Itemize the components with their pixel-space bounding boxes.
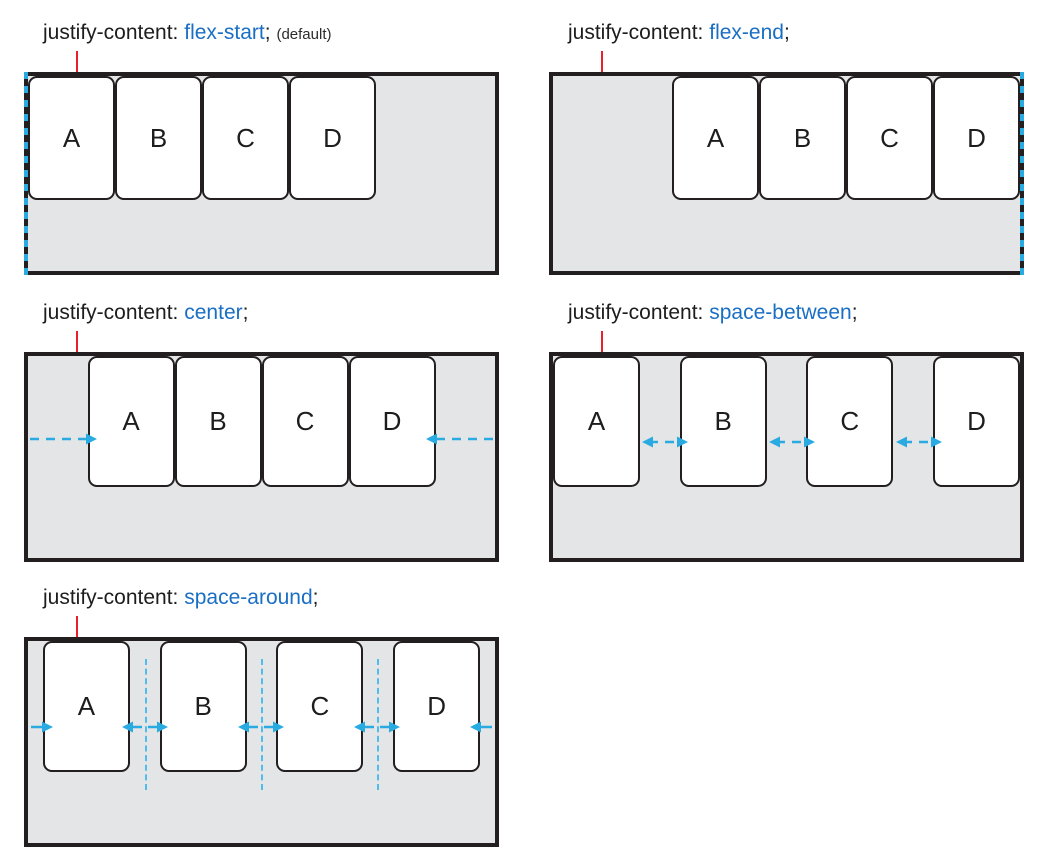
flex-container-space-around: A B C D xyxy=(24,637,499,847)
caption-semicolon: ; xyxy=(242,301,249,324)
figure-space-between: justify-content: space-between; xyxy=(549,302,1024,562)
figure-flex-end: justify-content: flex-end; A B C D xyxy=(549,22,1024,275)
flex-container-center: A B C D xyxy=(24,352,499,562)
flex-item-c: C xyxy=(276,641,364,772)
figure-flex-start: justify-content: flex-start; (default) A… xyxy=(24,22,499,275)
flex-item-c: C xyxy=(202,76,289,200)
space-around-divider-1 xyxy=(145,659,147,790)
caption-flex-end: justify-content: flex-end; xyxy=(549,22,1024,48)
flex-item-d: D xyxy=(348,356,436,487)
flex-item-a: A xyxy=(42,641,130,772)
figure-space-around: justify-content: space-around; xyxy=(24,587,499,847)
flex-item-b: B xyxy=(159,641,247,772)
flex-item-c: C xyxy=(846,76,933,200)
flex-item-b: B xyxy=(115,76,202,200)
flex-item-d: D xyxy=(393,641,481,772)
caption-property: justify-content: xyxy=(43,586,179,609)
caption-value: flex-start xyxy=(184,21,265,44)
caption-space-around: justify-content: space-around; xyxy=(24,587,499,613)
flex-item-d: D xyxy=(932,356,1020,487)
flex-item-a: A xyxy=(28,76,115,200)
caption-value: center xyxy=(184,301,243,324)
caption-semicolon: ; xyxy=(312,586,319,609)
flex-start-edge-marker-icon xyxy=(24,72,28,275)
caption-flex-start: justify-content: flex-start; (default) xyxy=(24,22,499,48)
flex-item-c: C xyxy=(261,356,349,487)
caption-tick-mark xyxy=(601,331,603,354)
caption-property: justify-content: xyxy=(568,301,704,324)
flex-item-c: C xyxy=(806,356,894,487)
flex-item-b: B xyxy=(679,356,767,487)
flex-item-d: D xyxy=(289,76,376,200)
flex-item-d: D xyxy=(933,76,1020,200)
flex-item-a: A xyxy=(87,356,175,487)
caption-property: justify-content: xyxy=(568,21,704,44)
caption-note: (default) xyxy=(276,26,332,43)
caption-tick-mark xyxy=(76,331,78,354)
caption-value: space-between xyxy=(709,301,852,324)
caption-tick-mark xyxy=(601,51,603,74)
flex-item-a: A xyxy=(553,356,640,487)
caption-tick-mark xyxy=(76,616,78,639)
flex-item-b: B xyxy=(759,76,846,200)
figure-center: justify-content: center; A B C D xyxy=(24,302,499,562)
flex-container-flex-start: A B C D xyxy=(24,72,499,275)
caption-tick-mark xyxy=(76,51,78,74)
flex-end-edge-marker-icon xyxy=(1020,72,1024,275)
flex-item-a: A xyxy=(672,76,759,200)
caption-semicolon: ; xyxy=(851,301,858,324)
caption-property: justify-content: xyxy=(43,301,179,324)
caption-semicolon: ; xyxy=(783,21,790,44)
space-around-divider-3 xyxy=(377,659,379,790)
space-around-divider-2 xyxy=(261,659,263,790)
caption-property: justify-content: xyxy=(43,21,179,44)
flex-item-b: B xyxy=(174,356,262,487)
caption-value: space-around xyxy=(184,586,313,609)
caption-value: flex-end xyxy=(709,21,784,44)
caption-space-between: justify-content: space-between; xyxy=(549,302,1024,328)
flex-container-flex-end: A B C D xyxy=(549,72,1024,275)
caption-semicolon: ; xyxy=(264,21,271,44)
caption-center: justify-content: center; xyxy=(24,302,499,328)
flex-container-space-between: A B C D xyxy=(549,352,1024,562)
